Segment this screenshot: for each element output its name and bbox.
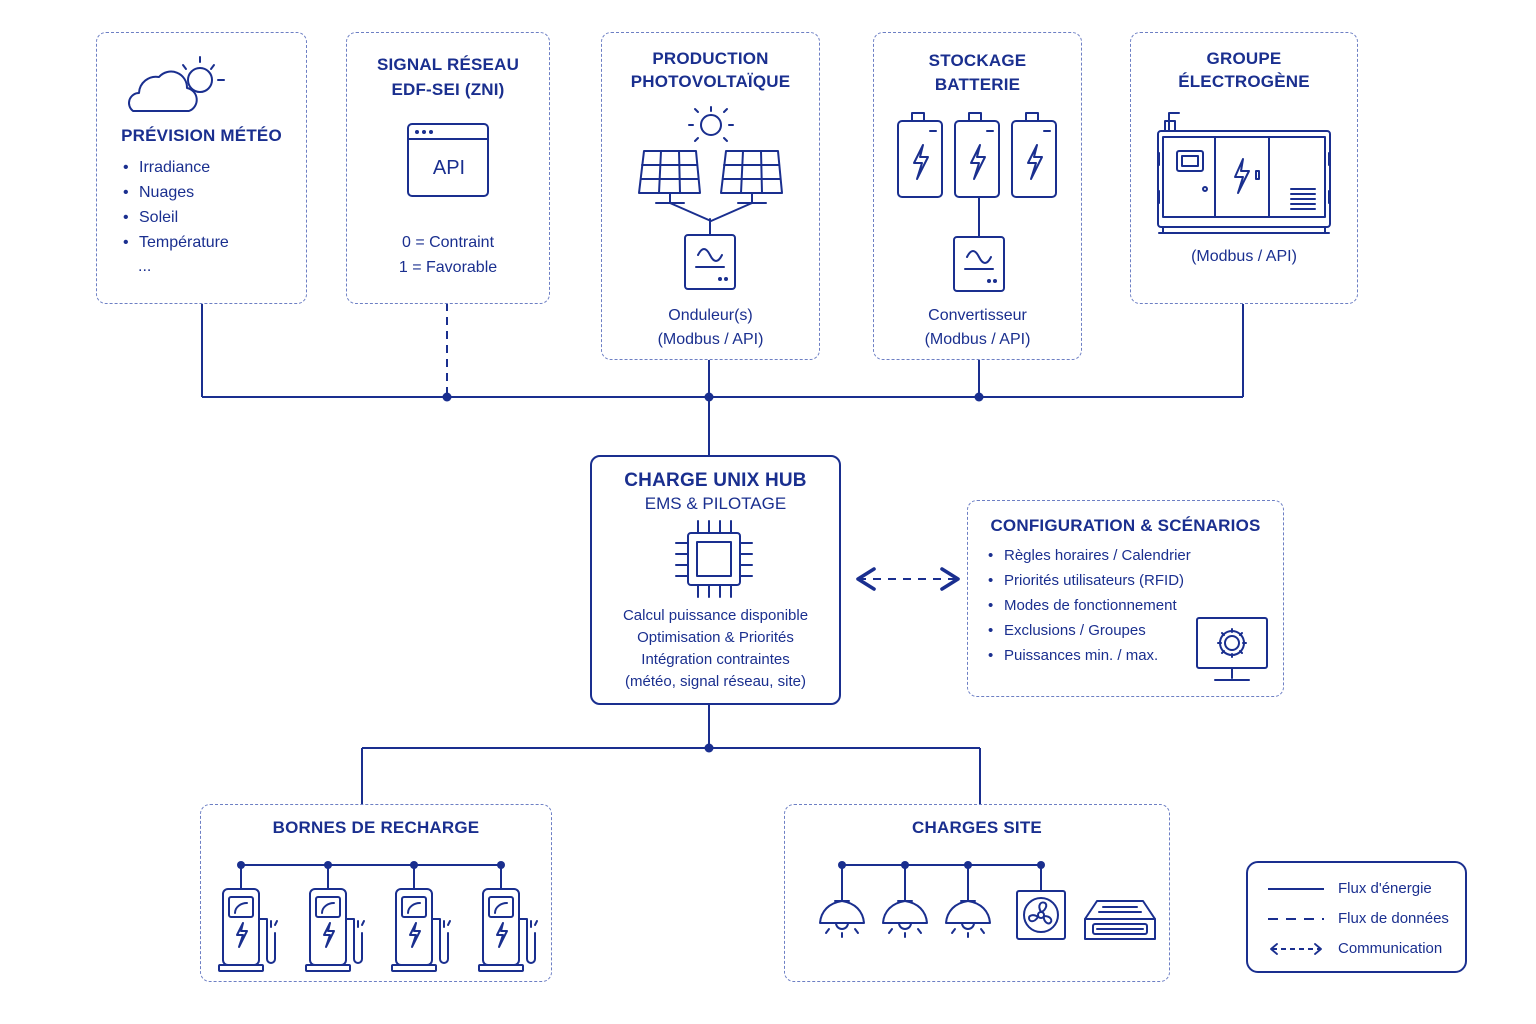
config-item: Exclusions / Groupes bbox=[988, 618, 1191, 643]
config-item: Règles horaires / Calendrier bbox=[988, 543, 1191, 568]
air-conditioner-icon bbox=[1084, 900, 1156, 940]
junction-dot bbox=[442, 392, 452, 402]
config-item: Puissances min. / max. bbox=[988, 643, 1191, 668]
inverter-icon bbox=[684, 218, 736, 290]
site-loads-title: CHARGES SITE bbox=[912, 818, 1042, 837]
hub-line: (météo, signal réseau, site) bbox=[625, 673, 806, 690]
cloud-sun-icon bbox=[128, 56, 225, 112]
hub-title: CHARGE UNIX HUB bbox=[624, 470, 807, 491]
battery-caption-line1: Convertisseur bbox=[928, 307, 1027, 324]
pv-title-line2: PHOTOVOLTAÏQUE bbox=[630, 72, 791, 91]
configuration-box: CONFIGURATION & SCÉNARIOS Règles horaire… bbox=[967, 500, 1284, 697]
weather-item: Température bbox=[123, 230, 229, 255]
config-title: CONFIGURATION & SCÉNARIOS bbox=[990, 516, 1261, 535]
weather-title: PRÉVISION MÉTÉO bbox=[121, 126, 282, 145]
weather-item: Irradiance bbox=[123, 155, 229, 180]
legend-data-line bbox=[1268, 918, 1324, 920]
legend-box: Flux d'énergie Flux de données Communica… bbox=[1246, 861, 1467, 973]
weather-forecast-box: PRÉVISION MÉTÉO Irradiance Nuages Soleil… bbox=[96, 32, 307, 304]
battery-title-line1: STOCKAGE bbox=[928, 51, 1027, 70]
site-loads-row bbox=[819, 861, 1156, 940]
hub-line: Optimisation & Priorités bbox=[637, 629, 794, 646]
battery-caption-line2: (Modbus / API) bbox=[924, 331, 1031, 348]
ceiling-lamp-icon bbox=[945, 861, 991, 938]
config-list: Règles horaires / Calendrier Priorités u… bbox=[988, 543, 1191, 668]
generator-box: GROUPE ÉLECTROGÈNE (Modbus / API) bbox=[1130, 32, 1358, 304]
converter-icon bbox=[953, 196, 1005, 292]
grid-signal-state-1: 1 = Favorable bbox=[398, 259, 498, 276]
weather-item: Soleil bbox=[123, 205, 229, 230]
grid-signal-title-line2: EDF-SEI (ZNI) bbox=[391, 80, 505, 99]
legend-comm-label: Communication bbox=[1338, 940, 1443, 957]
legend-data-label: Flux de données bbox=[1338, 910, 1449, 927]
grid-signal-box: SIGNAL RÉSEAU EDF-SEI (ZNI) API 0 = Cont… bbox=[346, 32, 550, 304]
legend-communication-arrow bbox=[1270, 943, 1322, 955]
api-label: API bbox=[432, 157, 466, 179]
ceiling-lamp-icon bbox=[819, 861, 865, 938]
generator-caption: (Modbus / API) bbox=[1191, 248, 1297, 265]
hub-line: Calcul puissance disponible bbox=[622, 607, 809, 624]
ems-hub-box: CHARGE UNIX HUB EMS & PILOTAGE Calcul pu… bbox=[590, 455, 841, 705]
weather-item: Nuages bbox=[123, 180, 229, 205]
legend-energy-label: Flux d'énergie bbox=[1338, 880, 1432, 897]
ev-charger-icon bbox=[478, 861, 538, 972]
grid-signal-title-line1: SIGNAL RÉSEAU bbox=[376, 55, 520, 74]
ev-chargers-box: BORNES DE RECHARGE bbox=[200, 804, 552, 982]
hub-subtitle: EMS & PILOTAGE bbox=[644, 494, 787, 513]
chargers-title: BORNES DE RECHARGE bbox=[272, 818, 480, 837]
battery-pack-icon bbox=[897, 112, 1057, 198]
cpu-chip-icon bbox=[675, 520, 753, 598]
pv-production-box: PRODUCTION PHOTOVOLTAÏQUE Onduleur(s) (M… bbox=[601, 32, 820, 360]
config-item: Modes de fonctionnement bbox=[988, 593, 1191, 618]
legend-energy-line bbox=[1268, 888, 1324, 890]
pv-title-line1: PRODUCTION bbox=[652, 49, 769, 68]
api-window-icon bbox=[407, 123, 489, 197]
monitor-settings-icon bbox=[1196, 617, 1268, 681]
ventilation-fan-icon bbox=[1016, 861, 1066, 940]
junction-dot bbox=[704, 392, 714, 402]
weather-more: ... bbox=[138, 258, 152, 275]
site-loads-box: CHARGES SITE bbox=[784, 804, 1170, 982]
junction-dot bbox=[974, 392, 984, 402]
ev-charger-row bbox=[218, 861, 538, 972]
generator-title-line2: ÉLECTROGÈNE bbox=[1178, 72, 1310, 91]
weather-list: Irradiance Nuages Soleil Température bbox=[123, 155, 229, 255]
ev-charger-icon bbox=[218, 861, 278, 972]
pv-caption-line1: Onduleur(s) bbox=[668, 307, 753, 324]
ev-charger-icon bbox=[391, 861, 451, 972]
generator-icon bbox=[1157, 112, 1331, 234]
generator-title-line1: GROUPE bbox=[1206, 49, 1282, 68]
junction-dot bbox=[704, 743, 714, 753]
solar-panels-icon bbox=[638, 106, 783, 222]
grid-signal-state-0: 0 = Contraint bbox=[401, 234, 495, 251]
ceiling-lamp-icon bbox=[882, 861, 928, 938]
pv-caption-line2: (Modbus / API) bbox=[657, 331, 764, 348]
battery-storage-box: STOCKAGE BATTERIE bbox=[873, 32, 1082, 360]
config-item: Priorités utilisateurs (RFID) bbox=[988, 568, 1191, 593]
battery-title-line2: BATTERIE bbox=[934, 75, 1021, 94]
hub-line: Intégration contraintes bbox=[641, 651, 790, 668]
ev-charger-icon bbox=[305, 861, 365, 972]
